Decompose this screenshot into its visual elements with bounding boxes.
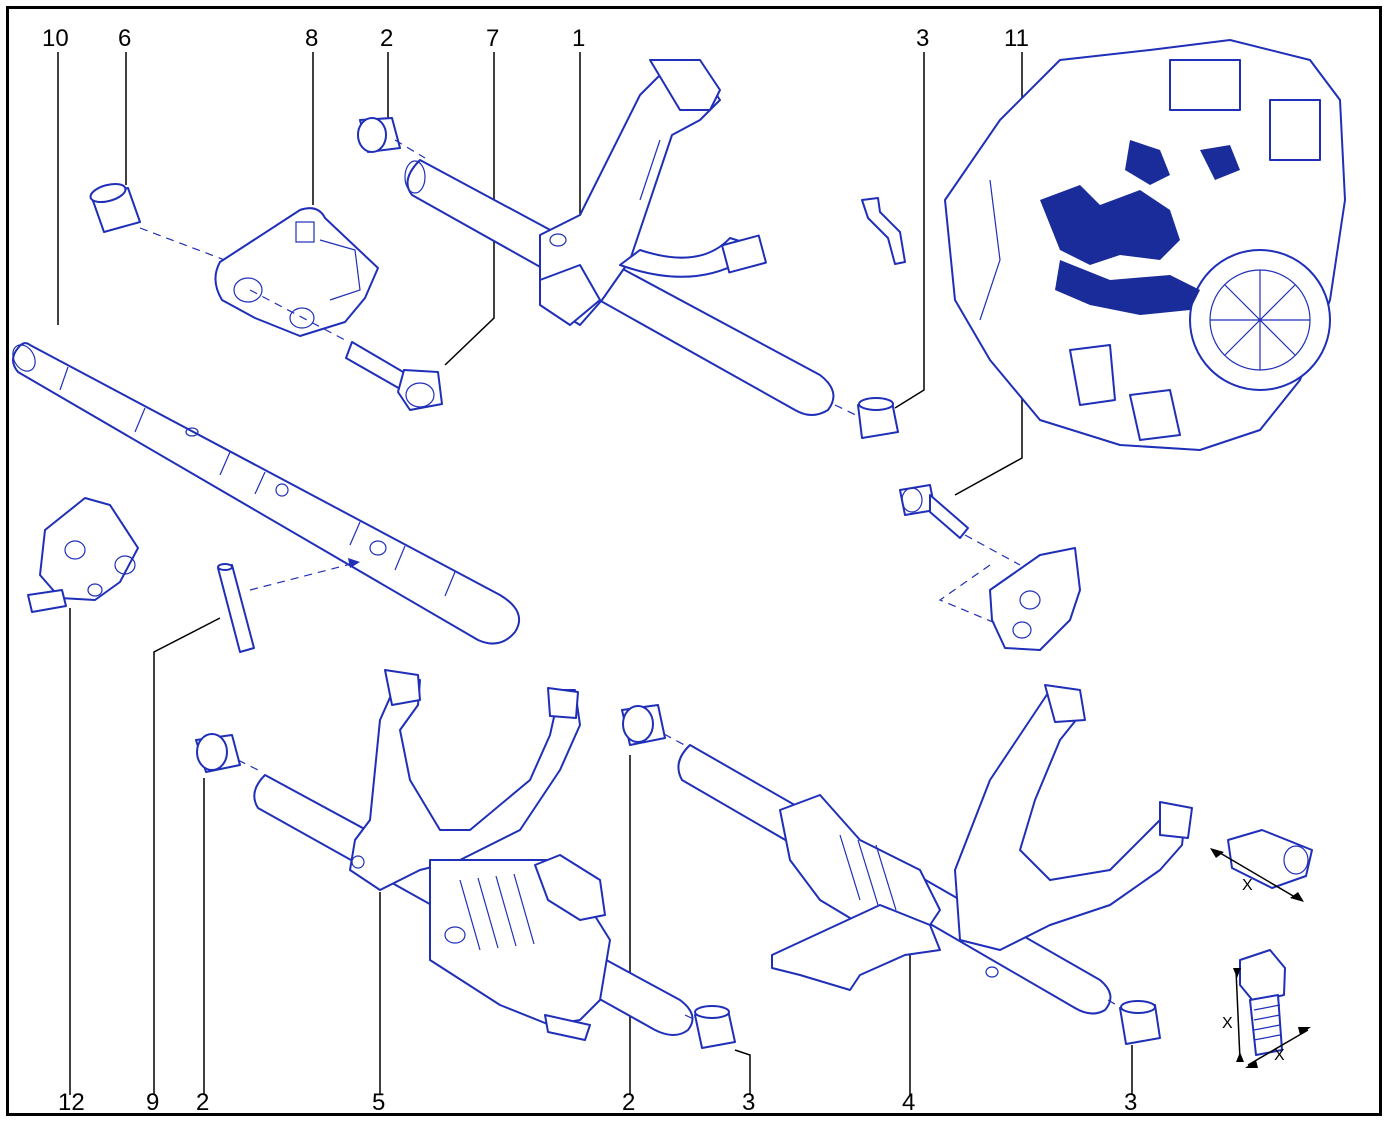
- bushing-2-bottom-mid: [621, 704, 691, 749]
- bolt-measure-detail: X X: [1222, 949, 1311, 1068]
- callout-2-top: 2: [380, 25, 393, 52]
- bushing-2-bottom-left: [195, 733, 263, 773]
- callout-8: 8: [305, 25, 318, 52]
- bushing-3-top: [834, 397, 899, 439]
- callout-2-bottom-mid: 2: [622, 1089, 635, 1116]
- shift-fork-assembly-4: [677, 684, 1193, 1015]
- callout-2-bottom-left: 2: [196, 1089, 209, 1116]
- callout-10: 10: [42, 25, 69, 52]
- bolt-11: [899, 484, 1021, 566]
- shift-fork-assembly-1: [404, 59, 835, 416]
- callout-11: 11: [1004, 25, 1029, 52]
- bushing-measure-detail: X: [1210, 829, 1313, 902]
- callout-5: 5: [372, 1089, 385, 1116]
- bushing-6: [89, 182, 231, 263]
- leader-lines: [57, 52, 1133, 1095]
- callout-6: 6: [118, 25, 131, 52]
- roll-pin-9: [217, 558, 360, 653]
- callout-labels: 10 6 8 2 7 1 3 11 12 9 2 5 2 3 4 3: [42, 25, 1137, 1116]
- bushing-3-bottom-right: [1107, 999, 1161, 1045]
- bolt-7: [345, 341, 443, 411]
- callout-9: 9: [146, 1089, 159, 1116]
- callout-1: 1: [572, 25, 585, 52]
- bracket-12: [27, 497, 139, 613]
- bolt-dimension-x-right: X: [1274, 1047, 1285, 1064]
- bracket-right: [938, 547, 1081, 651]
- shift-rod-10: [12, 342, 520, 645]
- bushing-3-bottom-mid: [684, 1005, 736, 1049]
- gearbox-assembly-icon: [861, 39, 1346, 451]
- callout-7: 7: [486, 25, 499, 52]
- callout-3-bottom-mid: 3: [742, 1089, 755, 1116]
- callout-4: 4: [902, 1089, 915, 1116]
- bracket-8: [214, 207, 379, 341]
- callout-12: 12: [58, 1089, 85, 1116]
- bushing-2-top: [357, 117, 426, 159]
- callout-3-top: 3: [916, 25, 929, 52]
- bushing-dimension-x: X: [1242, 877, 1253, 894]
- shift-fork-assembly-5: [253, 669, 694, 1041]
- callout-3-bottom-right: 3: [1124, 1089, 1137, 1116]
- bolt-dimension-x-left: X: [1222, 1015, 1233, 1032]
